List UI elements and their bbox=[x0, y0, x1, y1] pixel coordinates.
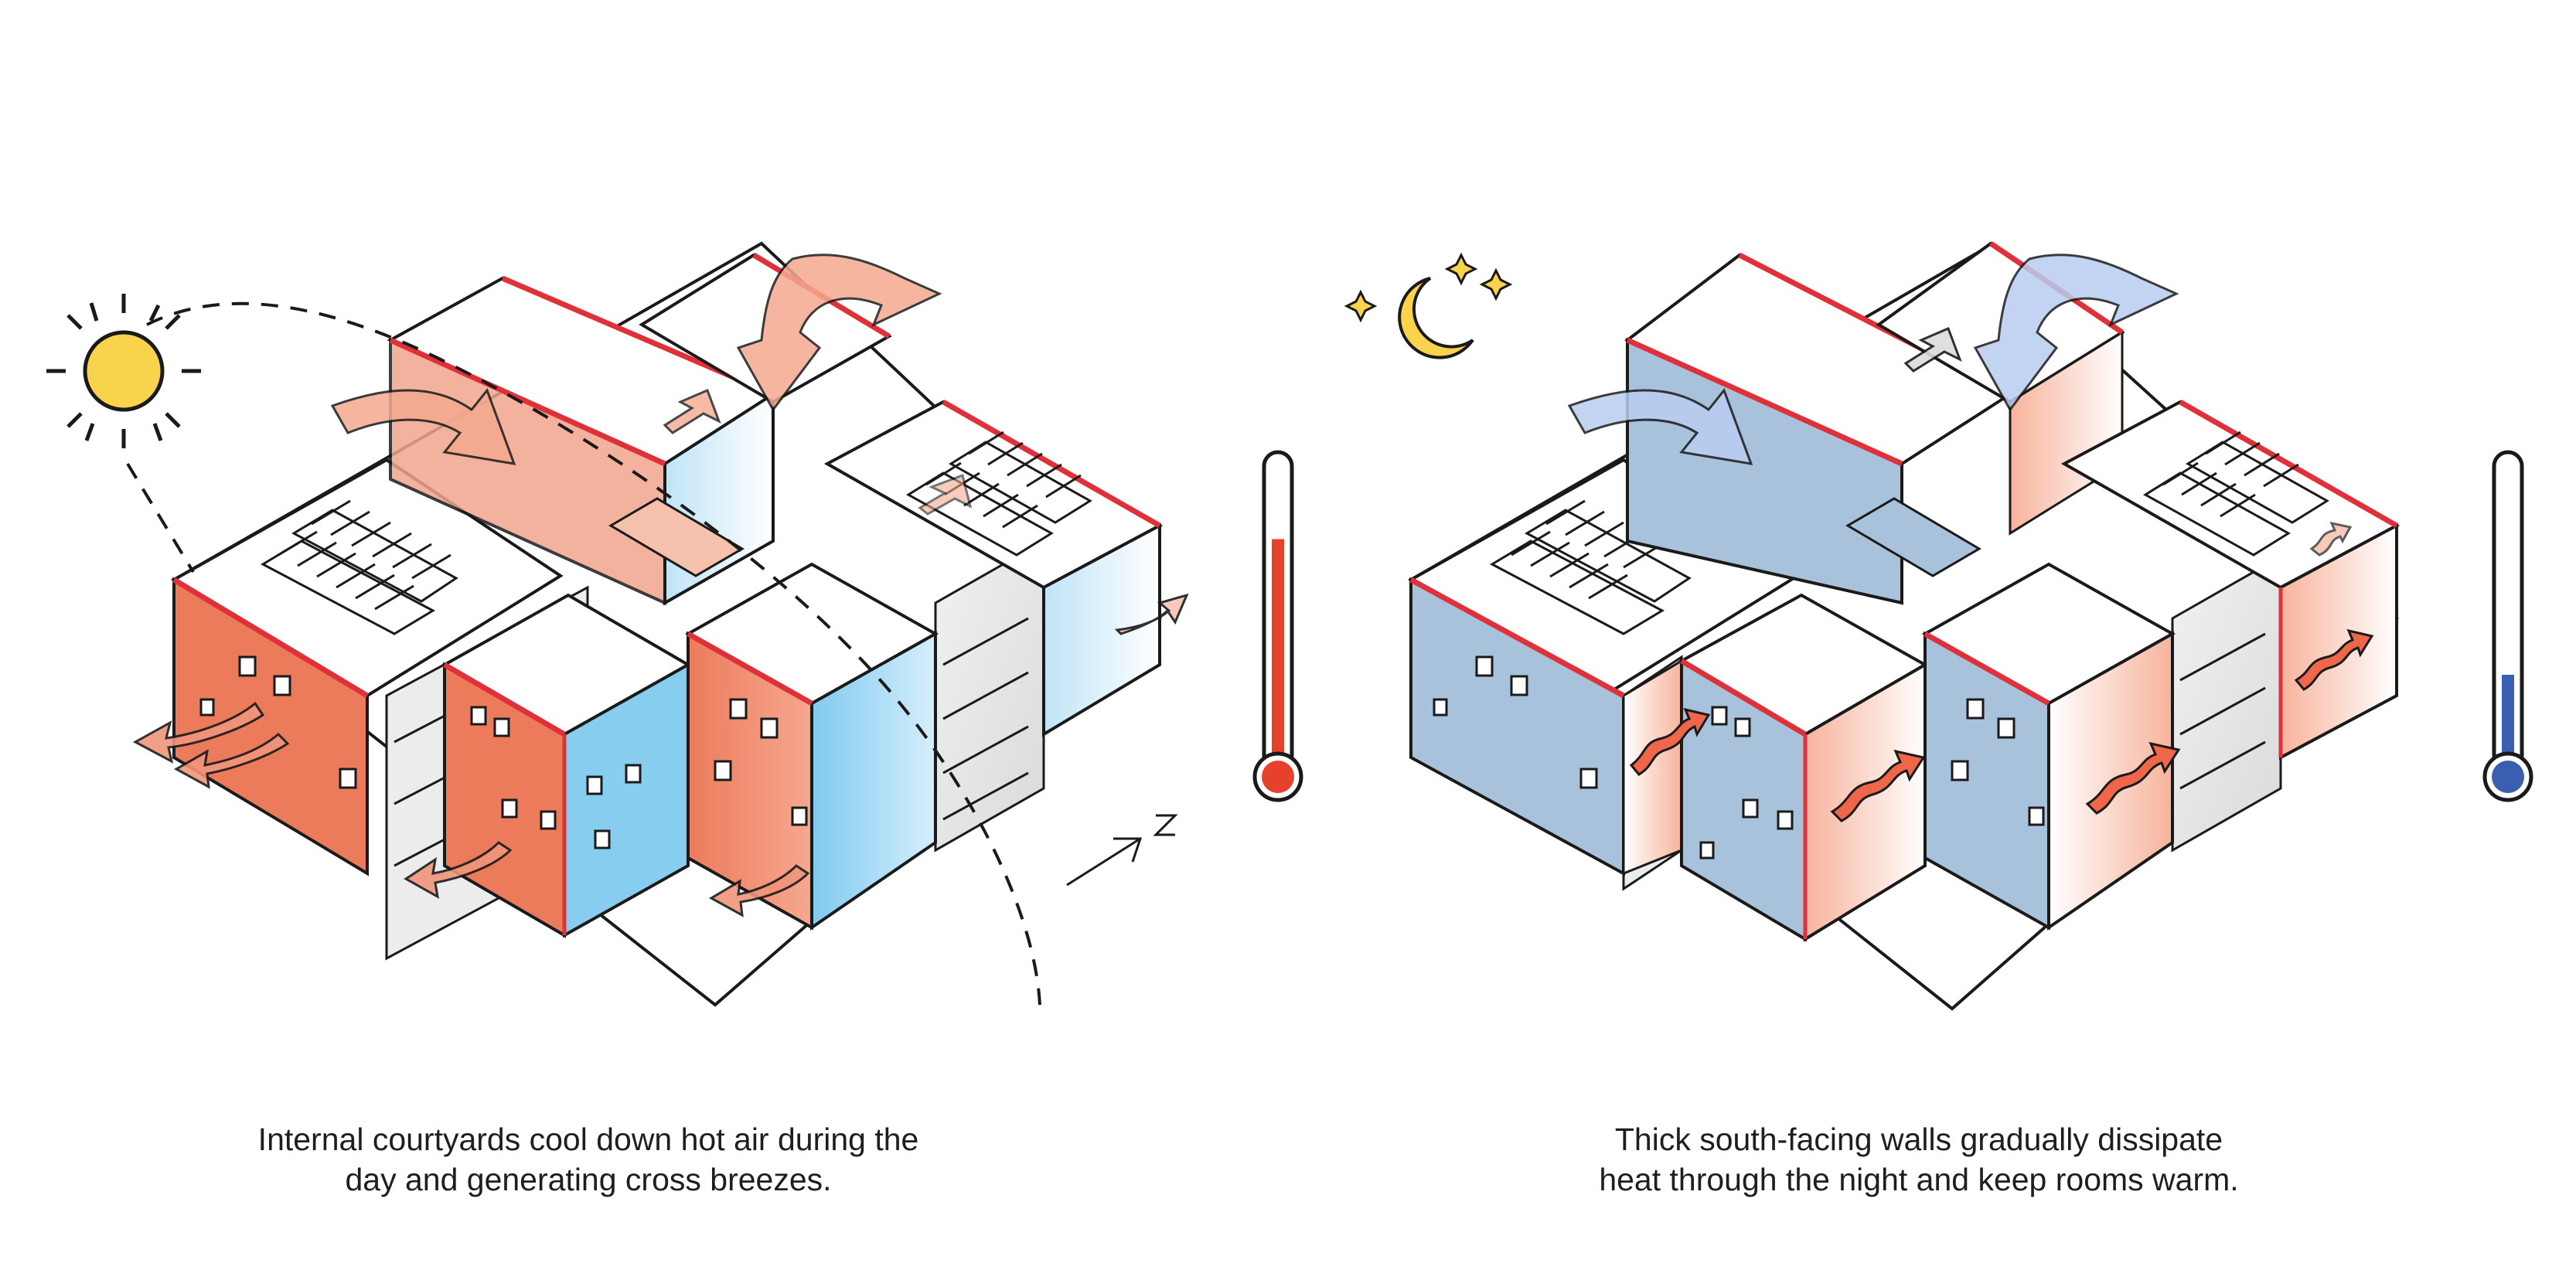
stair-lines bbox=[2179, 632, 2266, 790]
solar-panels-right bbox=[2143, 431, 2329, 557]
cool-air-arrows bbox=[1567, 254, 2179, 465]
windows-night bbox=[1433, 655, 2045, 860]
day-diagram bbox=[46, 241, 1303, 1007]
thermometer-cold bbox=[2482, 450, 2533, 802]
night-caption-line-1: Thick south-facing walls gradually dissi… bbox=[1614, 1122, 2223, 1157]
courtyard-opening bbox=[608, 497, 745, 577]
breeze-arrows bbox=[132, 593, 1189, 917]
windows-day bbox=[199, 655, 808, 849]
solar-panels-left bbox=[1489, 499, 1692, 635]
night-caption: Thick south-facing walls gradually dissi… bbox=[1494, 1119, 2344, 1200]
courtyard-air-arrows bbox=[330, 254, 973, 516]
thermometer-hot bbox=[1252, 450, 1303, 802]
solar-panels-left bbox=[260, 499, 458, 635]
heat-radiation-arrows bbox=[1629, 521, 2374, 822]
night-diagram bbox=[1344, 241, 2533, 1011]
day-caption: Internal courtyards cool down hot air du… bbox=[163, 1119, 1014, 1200]
day-caption-line-2: day and generating cross breezes. bbox=[345, 1162, 832, 1197]
wall-right-east bbox=[1042, 523, 1161, 737]
moon-icon bbox=[1398, 277, 1474, 359]
sun-icon bbox=[46, 294, 201, 448]
day-caption-line-1: Internal courtyards cool down hot air du… bbox=[257, 1122, 919, 1157]
courtyard-opening bbox=[1845, 497, 1981, 577]
sun-path bbox=[146, 301, 1041, 1006]
night-caption-line-2: heat through the night and keep rooms wa… bbox=[1599, 1162, 2239, 1197]
star-icons bbox=[1344, 252, 1513, 323]
north-arrow bbox=[1066, 814, 1178, 887]
